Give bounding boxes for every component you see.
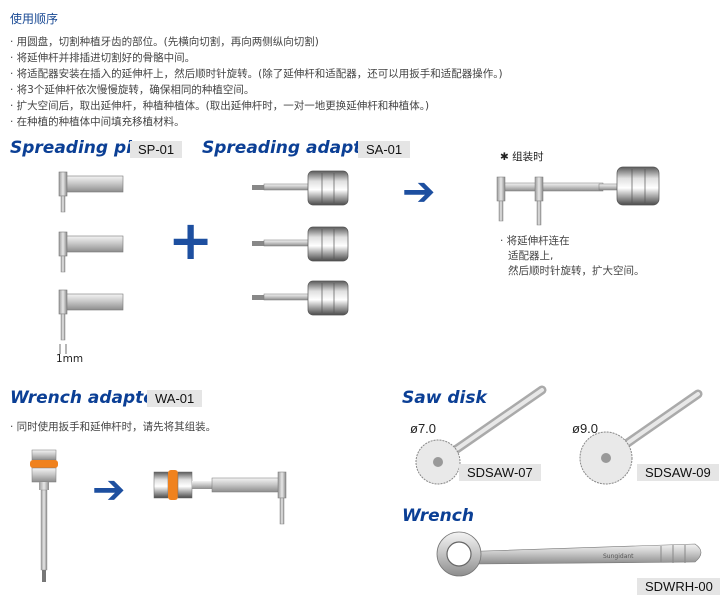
spreading-pin-code: SP-01: [130, 141, 183, 158]
usage-step: · 在种植的种植体中间填充移植材料。: [10, 116, 185, 128]
saw-disk-code: SDSAW-09: [637, 464, 719, 481]
spreading-pin-dimension: 1mm: [56, 353, 84, 365]
spreading-pin: [58, 289, 124, 354]
assembly-notes: · 将延伸杆连在 适配器上, 然后顺时针旋转，扩大空间。: [500, 234, 645, 279]
saw-disk-title: Saw disk: [402, 388, 487, 408]
wrench-adapter-assembled-image: [153, 470, 287, 525]
usage-step: · 将3个延伸杆依次慢慢旋转，确保相同的种植空间。: [10, 84, 255, 96]
spreading-pin: [58, 171, 124, 213]
wrench-adapter-image: [30, 449, 58, 582]
spreading-adapter-images: [252, 170, 349, 316]
wrench-adapter-title: Wrench adapter: [10, 388, 164, 408]
wrench-title: Wrench: [402, 506, 474, 526]
saw-disk-images: [415, 385, 703, 485]
assembled-image: [496, 166, 660, 226]
wrench-adapter-code: WA-01: [147, 390, 203, 407]
usage-step: · 将延伸杆并排插进切割好的骨骼中间。: [10, 52, 196, 64]
wrench-adapter-note: · 同时使用扳手和延伸杆时，请先将其组装。: [10, 421, 217, 433]
spreading-adapter: [252, 226, 349, 262]
usage-step: · 将适配器安装在插入的延伸杆上，然后顺时针旋转。(除了延伸杆和适配器，还可以用…: [10, 68, 503, 80]
assembly-note: 适配器上,: [508, 250, 554, 262]
usage-step: · 用圆盘，切割种植牙齿的部位。(先横向切割，再向两侧纵向切割): [10, 36, 319, 48]
wrench-image: Sungidant: [436, 531, 702, 577]
spreading-adapter-title: Spreading adapter: [202, 138, 382, 158]
assembly-note: · 将延伸杆连在: [500, 235, 570, 247]
saw-disk-diameter: ø7.0: [410, 421, 437, 436]
spreading-pin-images: [58, 171, 124, 354]
saw-disk-diameter: ø9.0: [572, 421, 599, 436]
saw-disk-09: [579, 389, 703, 485]
assembly-label: ✱ 组装时: [500, 151, 544, 163]
usage-steps: · 用圆盘，切割种植牙齿的部位。(先横向切割，再向两侧纵向切割) · 将延伸杆并…: [10, 34, 503, 130]
assembly-note: 然后顺时针旋转，扩大空间。: [508, 265, 645, 277]
usage-step: · 扩大空间后，取出延伸杆，种植种植体。(取出延伸杆时，一对一地更换延伸杆和种植…: [10, 100, 430, 112]
spreading-adapter: [252, 170, 349, 206]
wrench-brand: Sungidant: [603, 553, 634, 560]
arrow-right-icon: ➔: [92, 467, 126, 513]
spreading-pin-title: Spreading pin: [10, 138, 145, 158]
saw-disk-07: [415, 385, 547, 485]
spreading-pin: [58, 231, 124, 273]
saw-disk-code: SDSAW-07: [459, 464, 541, 481]
arrow-right-icon: ➔: [402, 169, 436, 215]
usage-heading: 使用顺序: [10, 12, 59, 26]
spreading-adapter-code: SA-01: [358, 141, 411, 158]
plus-icon: +: [168, 209, 214, 272]
wrench-code: SDWRH-00: [637, 578, 720, 595]
spreading-adapter: [252, 280, 349, 316]
